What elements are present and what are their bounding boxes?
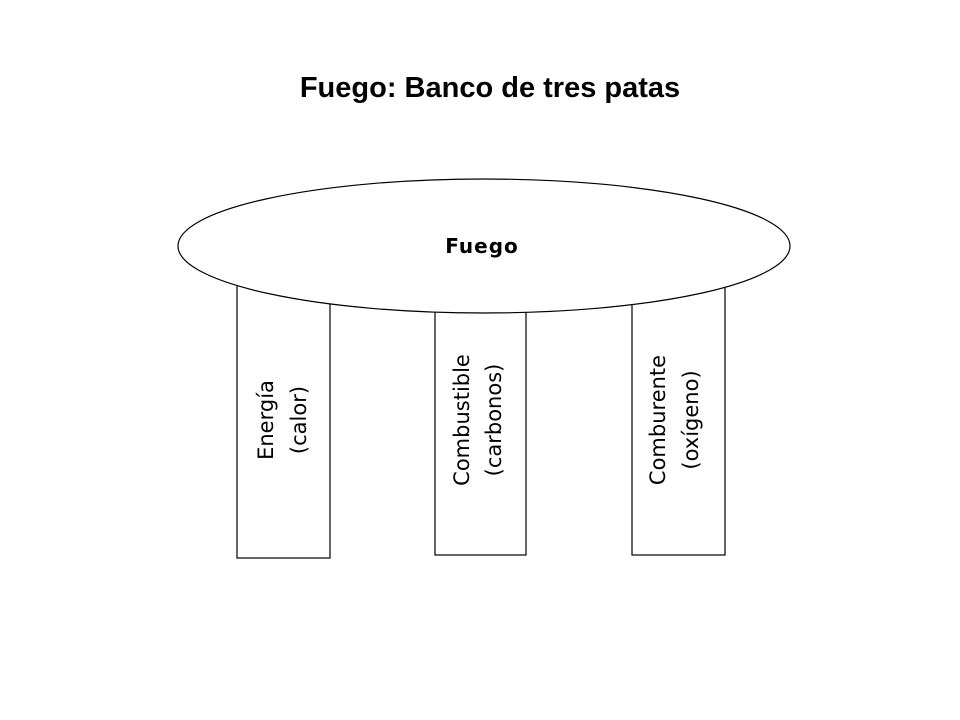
leg-comburente-name: Comburente <box>646 355 670 485</box>
seat-ellipse <box>177 178 791 314</box>
diagram-title: Fuego: Banco de tres patas <box>299 72 681 104</box>
leg-comburente: Comburente (oxígeno) <box>631 249 726 556</box>
leg-energia-name: Energía <box>254 380 278 460</box>
stool-seat: Fuego <box>177 178 791 314</box>
leg-combustible-name: Combustible <box>450 354 474 486</box>
leg-combustible-detail: (carbonos) <box>482 364 506 477</box>
leg-comburente-detail: (oxígeno) <box>679 370 703 469</box>
seat-label: Fuego <box>445 234 519 258</box>
leg-energia-detail: (calor) <box>287 386 311 454</box>
